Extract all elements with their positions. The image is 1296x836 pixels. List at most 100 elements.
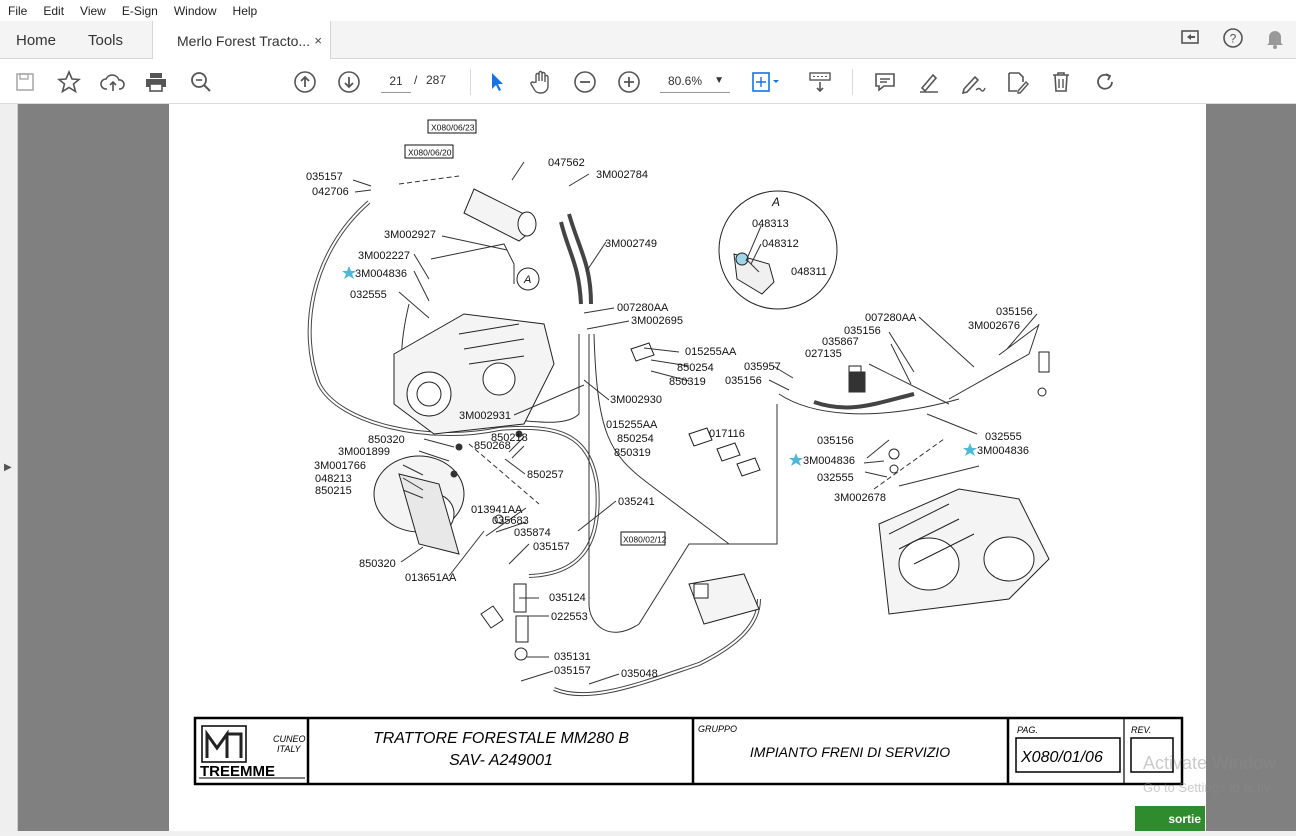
next-page-icon[interactable] <box>334 67 364 97</box>
previous-page-icon[interactable] <box>290 67 320 97</box>
delete-trash-icon[interactable] <box>1046 67 1076 97</box>
part-label: 850257 <box>527 469 564 481</box>
menu-view[interactable]: View <box>80 3 106 18</box>
activation-watermark: Activate Window <box>1143 753 1277 773</box>
help-icon[interactable]: ? <box>1212 27 1254 54</box>
brand-city: CUNEO <box>273 734 306 744</box>
left-panel-toggle[interactable]: ▶ <box>0 104 18 831</box>
star-marker-icon <box>789 453 803 466</box>
part-label: 850320 <box>359 558 396 570</box>
part-label: 035048 <box>621 668 658 680</box>
brand-country: ITALY <box>277 744 302 754</box>
part-label: 007280AA <box>617 302 669 314</box>
upload-cloud-icon[interactable] <box>98 67 128 97</box>
star-marker-icon <box>342 266 356 279</box>
menu-esign[interactable]: E-Sign <box>121 3 158 18</box>
close-tab-icon[interactable]: × <box>314 33 322 48</box>
part-label: 013651AA <box>405 572 457 584</box>
part-label: 048312 <box>762 238 799 250</box>
edit-document-icon[interactable] <box>1002 67 1032 97</box>
activation-watermark-sub: Go to Settings to activ <box>1143 780 1271 795</box>
part-label: 032555 <box>350 289 387 301</box>
menu-help[interactable]: Help <box>232 3 258 18</box>
gruppo-label: GRUPPO <box>698 724 737 734</box>
zoom-in-icon[interactable] <box>614 67 644 97</box>
part-label: 048213 <box>315 473 352 485</box>
document-viewer[interactable]: ▶ <box>0 104 1296 831</box>
part-label: 035241 <box>618 496 655 508</box>
part-label: 035874 <box>514 527 551 539</box>
save-icon[interactable] <box>10 67 40 97</box>
connector-label: X080/06/20 <box>408 148 452 158</box>
part-label: 850215 <box>315 485 352 497</box>
part-label: 017116 <box>709 428 745 440</box>
part-label: 3M002931 <box>459 410 511 422</box>
page-number-input[interactable]: 21 <box>381 69 411 93</box>
part-label: 3M002784 <box>596 169 648 181</box>
part-label: 3M004836 <box>977 445 1029 457</box>
zoom-search-icon[interactable] <box>186 67 216 97</box>
part-label: 3M002227 <box>358 250 410 262</box>
exit-sortie-button[interactable]: sortie <box>1135 806 1205 831</box>
menu-file[interactable]: File <box>8 3 28 18</box>
menu-window[interactable]: Window <box>173 3 217 18</box>
menu-edit[interactable]: Edit <box>43 3 65 18</box>
star-marker-icon <box>963 443 977 456</box>
part-label: 035157 <box>306 171 343 183</box>
title-block: CUNEO ITALY TREEMME TRATTORE FORESTALE M… <box>193 716 1184 786</box>
schematic-drawing: 035157 042706 X080/06/23 X080/06/20 0475… <box>193 119 1184 786</box>
part-label: 035157 <box>533 541 570 553</box>
connector-label: X080/02/12 <box>623 535 667 545</box>
brand-name: TREEMME <box>200 763 275 780</box>
part-label: 047562 <box>548 157 585 169</box>
pag-value: X080/01/06 <box>1020 749 1103 766</box>
tab-document[interactable]: Merlo Forest Tracto... × <box>152 21 331 60</box>
part-label: 035683 <box>492 515 529 527</box>
part-label: 035867 <box>822 336 859 348</box>
part-label: 3M002930 <box>610 394 662 406</box>
scroll-mode-icon[interactable] <box>805 67 835 97</box>
tab-home[interactable]: Home <box>16 31 57 49</box>
part-label: 013941AA <box>471 504 523 516</box>
share-screen-icon[interactable] <box>1170 28 1212 53</box>
drawing-title-line1: TRATTORE FORESTALE MM280 B <box>373 730 629 747</box>
toolbar: 21 / 287 80.6% ▼ <box>0 59 1296 104</box>
select-cursor-icon[interactable] <box>482 67 512 97</box>
svg-text:?: ? <box>1230 31 1237 45</box>
hand-tool-icon[interactable] <box>526 67 556 97</box>
part-label: 035156 <box>844 325 881 337</box>
gruppo-value: IMPIANTO FRENI DI SERVIZIO <box>750 744 950 760</box>
part-label: 850218 <box>491 432 528 444</box>
zoom-level-select[interactable]: 80.6% ▼ <box>660 69 730 93</box>
fit-page-icon[interactable] <box>750 67 780 97</box>
page-separator: / <box>414 73 418 87</box>
zoom-level-value: 80.6% <box>668 74 703 88</box>
part-label: 042706 <box>312 186 349 198</box>
part-label: 032555 <box>817 472 854 484</box>
rotate-icon[interactable] <box>1090 67 1120 97</box>
part-label: 048311 <box>791 266 827 278</box>
zoom-out-icon[interactable] <box>570 67 600 97</box>
part-label: 035156 <box>996 306 1033 318</box>
drawing-title-line2: SAV- A249001 <box>449 752 553 769</box>
print-icon[interactable] <box>141 67 171 97</box>
chevron-right-icon[interactable]: ▶ <box>4 462 12 473</box>
part-label: 032555 <box>985 431 1022 443</box>
part-label: 035124 <box>549 592 586 604</box>
notifications-bell-icon[interactable] <box>1254 27 1296 54</box>
part-label: 035157 <box>554 665 591 677</box>
rev-label: REV. <box>1131 725 1151 735</box>
tab-document-label: Merlo Forest Tracto... <box>177 32 311 49</box>
detail-label: A <box>771 195 780 209</box>
part-label: 3M001899 <box>338 446 390 458</box>
part-label: 015255AA <box>606 419 658 431</box>
sign-pen-icon[interactable] <box>958 67 988 97</box>
part-label: 3M002927 <box>384 229 436 241</box>
part-label: 850319 <box>669 376 706 388</box>
comment-icon[interactable] <box>870 67 900 97</box>
tab-tools[interactable]: Tools <box>88 31 124 49</box>
part-label: 048313 <box>752 218 789 230</box>
part-label: 035957 <box>744 361 781 373</box>
highlight-pen-icon[interactable] <box>914 67 944 97</box>
bookmark-star-icon[interactable] <box>54 67 84 97</box>
